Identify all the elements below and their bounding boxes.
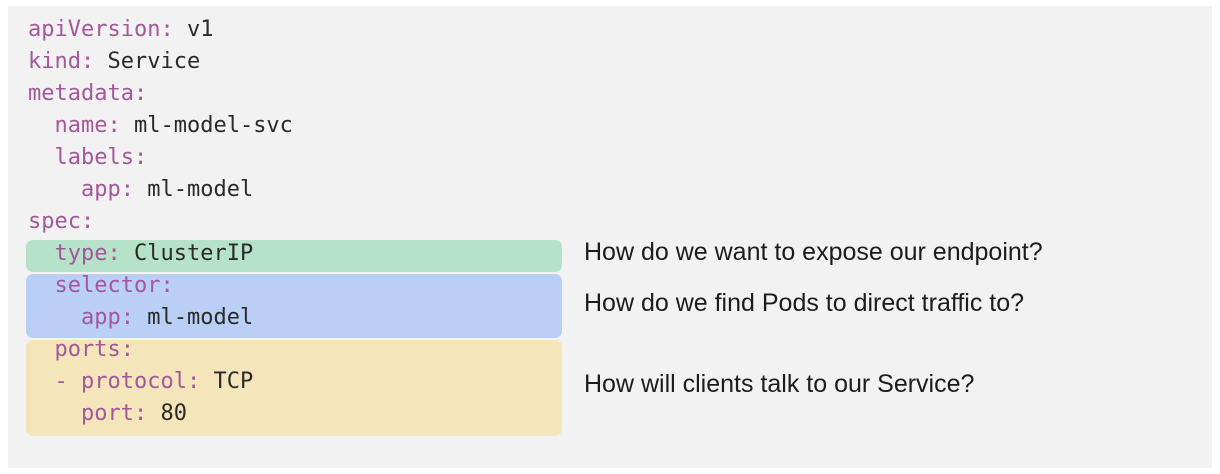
code-indent <box>28 305 81 330</box>
code-value: Service <box>107 49 201 74</box>
code-key: apiVersion <box>28 17 161 42</box>
code-key: ports <box>54 337 121 362</box>
code-indent <box>28 273 55 298</box>
code-separator: : <box>120 337 134 362</box>
code-indent <box>28 401 81 426</box>
code-line: metadata: <box>28 78 293 110</box>
code-value: 80 <box>160 401 187 426</box>
code-key: selector <box>54 273 161 298</box>
code-separator: : <box>133 401 161 426</box>
code-value: ClusterIP <box>133 241 254 266</box>
code-key: spec <box>28 209 81 234</box>
code-separator: : <box>120 305 148 330</box>
code-line: kind: Service <box>28 46 293 78</box>
code-line: port: 80 <box>28 398 293 430</box>
code-separator: : <box>160 273 174 298</box>
code-key: kind <box>28 49 81 74</box>
code-line: type: ClusterIP <box>28 238 293 270</box>
ports-annotation: How will clients talk to our Service? <box>584 370 975 398</box>
code-separator: : <box>107 241 134 266</box>
code-indent <box>28 177 81 202</box>
type-annotation: How do we want to expose our endpoint? <box>584 238 1043 266</box>
selector-highlight <box>26 274 562 338</box>
code-key: type <box>54 241 108 266</box>
code-indent <box>28 145 55 170</box>
code-line: apiVersion: v1 <box>28 14 293 46</box>
code-separator: : <box>107 113 134 138</box>
code-key: name <box>54 113 108 138</box>
code-indent <box>28 113 55 138</box>
ports-highlight <box>26 340 562 436</box>
code-indent <box>28 337 55 362</box>
code-value: v1 <box>186 17 214 42</box>
code-separator: : <box>80 49 108 74</box>
code-key: app <box>80 305 121 330</box>
code-value: TCP <box>213 369 254 394</box>
code-value: ml-model <box>147 177 254 202</box>
code-value: ml-model <box>147 305 254 330</box>
selector-annotation: How do we find Pods to direct traffic to… <box>584 289 1025 317</box>
code-key: - protocol <box>54 369 187 394</box>
code-key: port <box>80 401 134 426</box>
code-separator: : <box>186 369 214 394</box>
code-line: app: ml-model <box>28 302 293 334</box>
code-line: selector: <box>28 270 293 302</box>
code-line: labels: <box>28 142 293 174</box>
code-indent <box>28 369 55 394</box>
code-line: ports: <box>28 334 293 366</box>
code-separator: : <box>160 17 187 42</box>
code-line: spec: <box>28 206 293 238</box>
code-key: app <box>80 177 121 202</box>
code-key: metadata <box>28 81 134 106</box>
code-line: - protocol: TCP <box>28 366 293 398</box>
code-separator: : <box>133 145 148 170</box>
code-key: labels <box>54 145 134 170</box>
code-separator: : <box>80 209 95 234</box>
code-indent <box>28 241 55 266</box>
code-line: app: ml-model <box>28 174 293 206</box>
type-highlight <box>26 240 562 272</box>
code-separator: : <box>120 177 148 202</box>
code-separator: : <box>133 81 148 106</box>
code-value: ml-model-svc <box>133 113 293 138</box>
code-line: name: ml-model-svc <box>28 110 293 142</box>
